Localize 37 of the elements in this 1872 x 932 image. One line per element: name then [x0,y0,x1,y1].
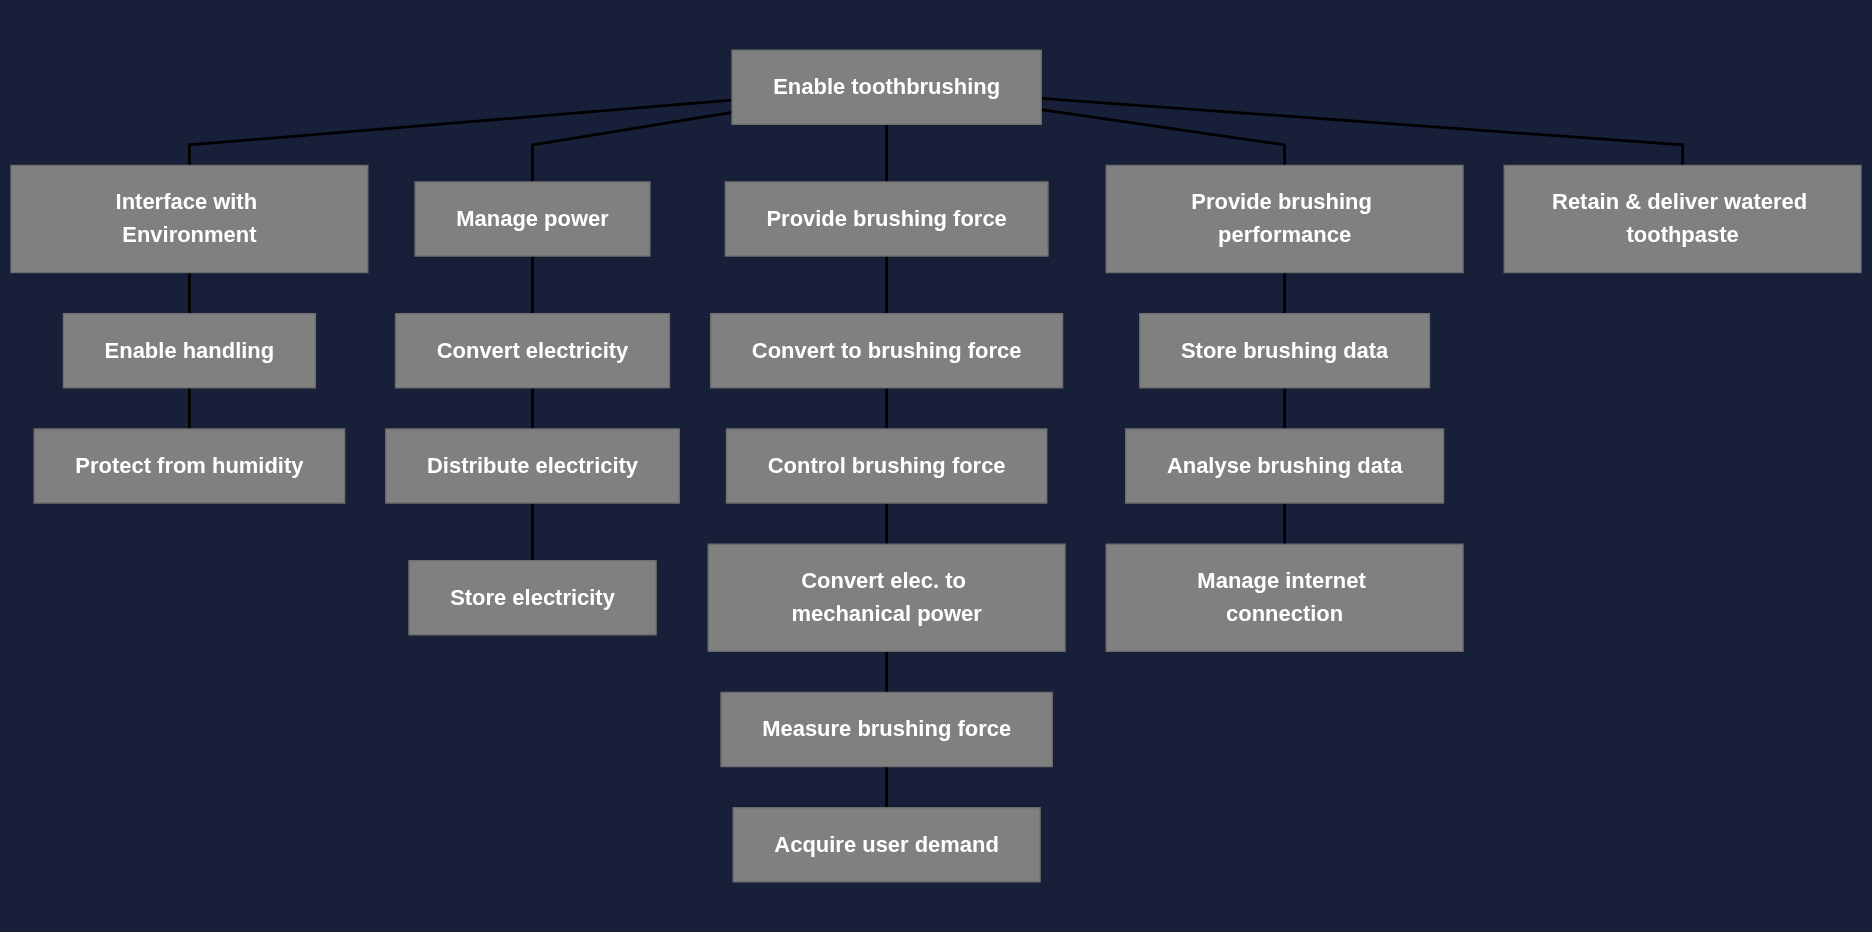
node-box: Retain & deliver watered toothpaste [1503,164,1862,274]
node-box: Provide brushing force [724,181,1049,257]
connector [1041,108,1286,166]
node-box: Manage power [414,181,651,257]
node-box: Measure brushing force [720,691,1053,768]
node-box: Convert elec. to mechanical power [707,543,1066,652]
connector [885,503,888,545]
connector [885,387,888,429]
node-box: Convert to brushing force [709,313,1064,389]
connector [1283,272,1286,314]
connector [1283,503,1286,545]
node-box: Enable handling [62,313,317,389]
node-box: Control brushing force [725,428,1048,504]
node-box: Interface with Environment [10,164,369,274]
connector [531,387,534,429]
node-box: Enable toothbrushing [731,49,1042,125]
connector [531,503,534,561]
connector [188,98,733,166]
node-box: Store brushing data [1139,313,1431,389]
node-box: Distribute electricity [385,428,680,504]
node-box: Provide brushing performance [1105,164,1464,274]
connector [531,256,534,314]
node-box: Analyse brushing data [1125,428,1445,504]
node-box: Protect from humidity [33,428,346,504]
connector [1283,387,1286,429]
connector [885,124,888,182]
connector [885,766,888,808]
connector [1041,97,1684,166]
node-box: Acquire user demand [732,807,1041,883]
node-box: Manage internet connection [1105,543,1464,652]
node-box: Convert electricity [394,313,671,389]
connector [885,256,888,314]
connector [531,111,733,182]
connector [885,651,888,693]
connector [188,387,191,429]
node-box: Store electricity [408,560,657,636]
connector [188,272,191,314]
